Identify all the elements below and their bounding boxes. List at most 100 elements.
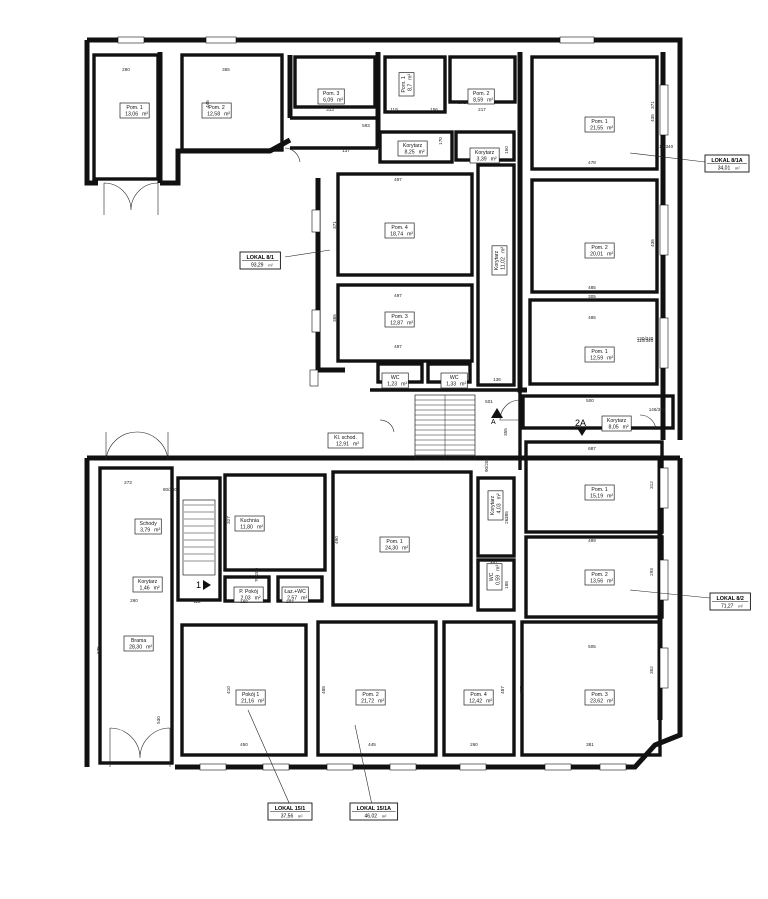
- room-unit: m²: [154, 528, 160, 534]
- room-label-frame: [467, 88, 495, 105]
- room-unit: m²: [401, 382, 407, 388]
- room-name: Pom. 2: [591, 245, 608, 251]
- room-label-frame: [233, 586, 264, 603]
- dimension-d530: 530: [156, 716, 161, 724]
- room-label-frame: [491, 245, 508, 276]
- lokal-title: LOKAL 8/1A: [711, 158, 742, 164]
- dimension-d371b: 371: [650, 101, 655, 109]
- room-name: WC: [450, 375, 459, 381]
- dimension-d489: 489: [588, 538, 596, 543]
- dimension-d435: 435: [650, 114, 655, 122]
- room-label-frame: [463, 689, 494, 706]
- lokal-unit: m²: [268, 263, 273, 268]
- marker-1-label: 1: [196, 580, 201, 590]
- room-label-frame: [584, 689, 615, 706]
- room-name: Brama: [131, 638, 146, 644]
- room-area: 12,42: [469, 699, 482, 705]
- room-label-frame: [384, 222, 415, 239]
- room-area: 8,59: [473, 98, 483, 104]
- lokal-unit: m²: [382, 814, 387, 819]
- dimension-d593: 593: [362, 123, 370, 128]
- room-unit: m²: [408, 73, 414, 79]
- room-label-frame: [486, 563, 503, 591]
- room-label-frame: [379, 536, 410, 553]
- room-unit: m²: [607, 579, 613, 585]
- room-unit: m²: [486, 699, 492, 705]
- room-unit: m²: [142, 112, 148, 118]
- dimension-d280: 280: [122, 67, 130, 72]
- room-label-r6: Pom. 121,55 m²: [584, 116, 615, 133]
- room-unit: m²: [607, 126, 613, 132]
- room-unit: m²: [607, 494, 613, 500]
- dimension-d273: 273: [124, 480, 132, 485]
- room-unit: m²: [460, 382, 466, 388]
- dimension-d355: 355: [503, 428, 508, 436]
- room-unit: m²: [491, 157, 497, 163]
- room-area: 1,33: [446, 382, 456, 388]
- room-unit: m²: [497, 493, 503, 499]
- lokal-area: 93,29: [251, 263, 264, 269]
- room-unit: m²: [257, 525, 263, 531]
- room-unit: m²: [607, 356, 613, 362]
- room-name: Korytarz: [475, 150, 495, 156]
- dimension-d188: 188: [504, 581, 509, 589]
- room-name: WC: [391, 375, 400, 381]
- room-name: Pokój 1: [242, 692, 259, 698]
- room-name: Pom. 1: [591, 119, 608, 125]
- dimension-d445: 445: [368, 742, 376, 747]
- lokal-area: 34,01: [718, 166, 731, 172]
- dimension-d110_340a: 110/340: [657, 144, 674, 149]
- dimension-d313: 313: [326, 107, 334, 112]
- room-area: 21,55: [590, 126, 603, 132]
- dimension-d875: 875: [96, 646, 101, 654]
- dimension-d260b: 260: [130, 598, 138, 603]
- dimension-d365: 365: [222, 67, 230, 72]
- room-label-frame: [281, 586, 309, 603]
- room-area: 21,72: [361, 699, 374, 705]
- lokal-title: LOKAL 15/1: [275, 806, 305, 812]
- room-name: Pom. 1: [401, 76, 407, 93]
- dimension-d170: 170: [438, 137, 443, 145]
- room-name: Pom. 4: [391, 225, 408, 231]
- lokal-title: LOKAL 8/1: [246, 255, 273, 261]
- inner-walls-top: [92, 53, 675, 470]
- room-area: 12,91: [336, 442, 349, 448]
- dimension-d365b: 365: [332, 314, 337, 322]
- room-label-frame: [381, 372, 409, 389]
- lokal-unit: m²: [298, 814, 303, 819]
- room-unit: m²: [255, 596, 261, 602]
- room-label-frame: [584, 569, 615, 586]
- lokal-unit: m²: [738, 604, 743, 609]
- dimension-d285: 285: [504, 511, 509, 519]
- room-name: Pom. 2: [208, 105, 225, 111]
- room-label-frame: [397, 140, 428, 157]
- room-name: Korytarz: [403, 143, 423, 149]
- room-name: Korytarz: [138, 579, 158, 585]
- room-label-frame: [201, 102, 232, 119]
- room-unit: m²: [154, 586, 160, 592]
- room-unit: m²: [378, 699, 384, 705]
- inner-walls-bottom: [98, 440, 664, 765]
- dimension-d217: 217: [478, 107, 486, 112]
- room-unit: m²: [496, 565, 502, 571]
- room-label-frame: [327, 432, 364, 449]
- marker-2A: 2A: [575, 418, 587, 436]
- room-name: Kl. schod.: [334, 435, 357, 441]
- room-area: 1,23: [387, 382, 397, 388]
- marker-A-label: A: [491, 419, 496, 426]
- room-label-frame: [584, 346, 615, 363]
- lokal-unit: m²: [735, 166, 740, 171]
- dimension-d478: 478: [588, 160, 596, 165]
- room-unit: m²: [407, 321, 413, 327]
